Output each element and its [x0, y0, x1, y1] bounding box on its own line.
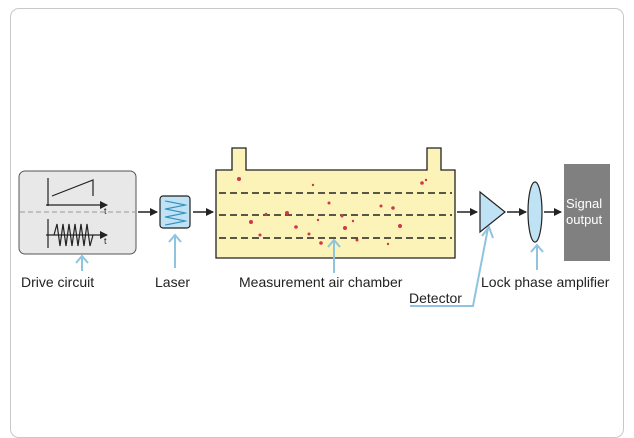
- gas-particles: [237, 177, 428, 246]
- lock-phase-label: Lock phase amplifier: [481, 274, 610, 290]
- chamber-label: Measurement air chamber: [239, 274, 403, 290]
- detector-block: [479, 190, 506, 234]
- measurement-chamber: [215, 147, 456, 259]
- drive-circuit-label: Drive circuit: [21, 274, 94, 290]
- axis-t-top: t: [104, 206, 107, 216]
- lock-phase-block: [527, 181, 543, 243]
- detector-pointer: [410, 227, 489, 307]
- signal-output-line2: output: [566, 212, 603, 227]
- detector-label: Detector: [409, 290, 462, 306]
- signal-output-block: Signal output: [564, 164, 610, 261]
- laser-block: [159, 195, 191, 229]
- drive-circuit-block: t t: [18, 170, 137, 255]
- signal-output-line1: Signal: [566, 196, 602, 211]
- system-diagram: t t Drive circuit Laser: [18, 147, 610, 307]
- laser-label: Laser: [155, 274, 190, 290]
- axis-t-bottom: t: [104, 236, 107, 246]
